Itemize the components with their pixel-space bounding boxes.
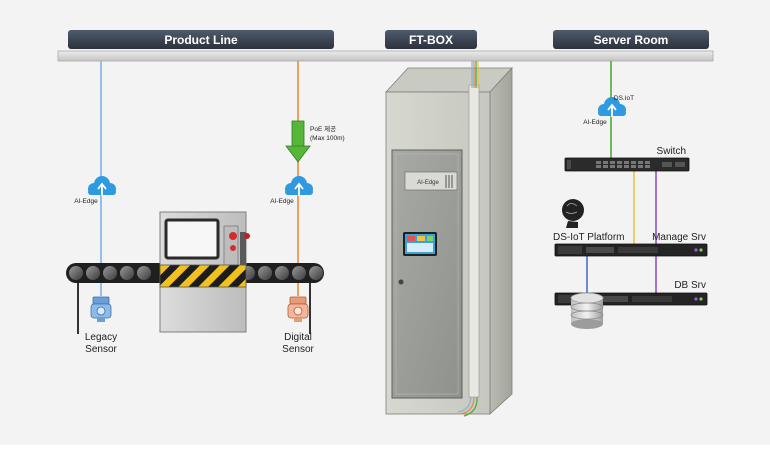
poe-arrow-icon <box>285 120 311 163</box>
legacy-ai-edge-cloud-icon <box>87 175 117 197</box>
cabinet-panel-label: AI-Edge <box>417 180 439 186</box>
digital-ai-edge-cloud-icon <box>284 175 314 197</box>
manage-server <box>554 243 708 257</box>
top-rail <box>57 50 714 62</box>
db-srv-label: DB Srv <box>674 280 706 291</box>
database-icon <box>570 292 604 329</box>
legacy-sensor-icon <box>90 296 112 322</box>
digital-sensor-label-2: Sensor <box>282 344 314 355</box>
header-product-line: Product Line <box>68 30 334 49</box>
production-machine <box>159 211 250 333</box>
poe-label-2: (Max 100m) <box>310 135 345 142</box>
legacy-ai-edge-label: AI-Edge <box>74 198 98 205</box>
digital-sensor-label-1: Digital <box>284 332 312 343</box>
digital-sensor-icon <box>287 296 309 322</box>
header-ft-box-label: FT-BOX <box>409 33 453 47</box>
ds-iot-platform-label: DS-IoT Platform <box>553 232 625 243</box>
ds-iot-platform-icon <box>562 199 584 228</box>
ds-iot-label: DS.IoT <box>614 95 634 102</box>
legacy-sensor-label-1: Legacy <box>85 332 117 343</box>
network-switch <box>564 157 690 172</box>
poe-label-1: PoE 제공 <box>310 125 336 133</box>
digital-ai-edge-label: AI-Edge <box>270 198 294 205</box>
header-product-line-label: Product Line <box>164 33 238 47</box>
cable-duct <box>457 61 480 417</box>
header-server-room-label: Server Room <box>594 33 669 47</box>
legacy-sensor-label-2: Sensor <box>85 344 117 355</box>
header-ft-box: FT-BOX <box>385 30 477 49</box>
manage-srv-label: Manage Srv <box>652 232 706 243</box>
ft-box-cabinet: AI-Edge <box>385 66 513 415</box>
header-server-room: Server Room <box>553 30 709 49</box>
switch-label: Switch <box>657 146 686 157</box>
server-ai-edge-label: AI-Edge <box>583 119 607 126</box>
